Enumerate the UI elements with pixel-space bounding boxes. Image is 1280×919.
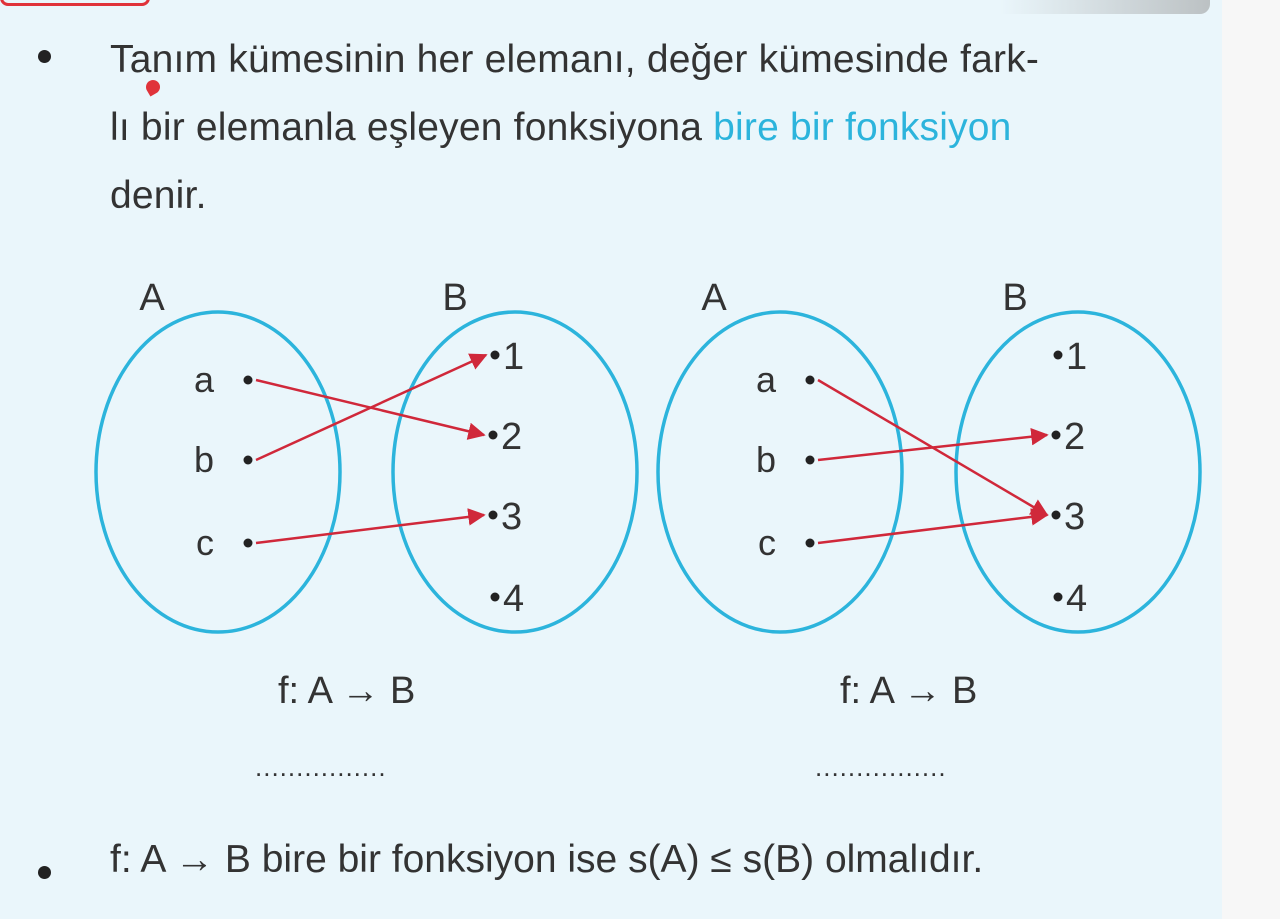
set-a-element-dot xyxy=(243,455,253,465)
set-a-label: A xyxy=(139,277,165,319)
set-b-element-label: 3 xyxy=(1064,496,1085,538)
set-b-element-label: 2 xyxy=(1064,416,1085,458)
set-b-element-dot xyxy=(1053,350,1063,360)
set-b-element-label: 4 xyxy=(503,578,524,620)
set-b-element-label: 1 xyxy=(503,336,524,378)
rule-statement: f: A → B bire bir fonksiyon ise s(A) ≤ s… xyxy=(110,838,984,881)
diagram-1-caption: f: A → B xyxy=(278,670,416,712)
set-a-element-dot xyxy=(805,538,815,548)
set-b-element-label: 3 xyxy=(501,496,522,538)
mapping-arrow xyxy=(255,508,486,545)
definition-line-2: lı bir elemanla eşleyen fonksiyona bire … xyxy=(110,94,1200,162)
set-a-element-label: a xyxy=(756,359,777,400)
set-b-element-label: 2 xyxy=(501,416,522,458)
diagram-2: A Bab c 1 2 3 4 xyxy=(656,277,1202,634)
definition-line-2-text: lı bir elemanla eşleyen fonksiyona xyxy=(110,106,714,149)
set-b-label: B xyxy=(1002,277,1027,319)
set-b-element-dot xyxy=(1051,510,1061,520)
page-margin xyxy=(1222,0,1280,919)
diagram-1-answer-blank: ................ xyxy=(255,752,387,782)
set-b-ellipse xyxy=(391,310,639,634)
mapping-arrow xyxy=(255,353,488,462)
set-b-label: B xyxy=(442,277,467,319)
textbook-page xyxy=(0,0,1222,919)
set-b-element-dot xyxy=(1051,430,1061,440)
bullet-definition xyxy=(38,50,51,63)
mapping-arrow xyxy=(817,428,1049,462)
set-b-element-label: 4 xyxy=(1066,578,1087,620)
set-a-element-label: c xyxy=(758,522,776,563)
diagram-2-answer-blank: ................ xyxy=(815,752,947,782)
set-b-element-dot xyxy=(490,592,500,602)
set-a-label: A xyxy=(701,277,727,319)
set-a-element-label: b xyxy=(194,439,214,480)
definition-line-1: Tanım kümesinin her elemanı, değer kümes… xyxy=(110,38,1040,81)
set-b-element-label: 1 xyxy=(1066,336,1087,378)
set-b-element-dot xyxy=(490,350,500,360)
mapping-arrow xyxy=(817,508,1049,545)
page-curl-shadow xyxy=(1000,0,1210,14)
highlighted-term: bire bir fonksiyon xyxy=(713,106,1012,149)
set-b-ellipse xyxy=(954,310,1202,634)
set-a-element-dot xyxy=(243,375,253,385)
set-a-element-dot xyxy=(805,455,815,465)
set-a-element-dot xyxy=(805,375,815,385)
diagram-1: A Bab c 1 2 3 4 xyxy=(94,277,639,634)
definition-paragraph: Tanım kümesinin her elemanı, değer kümes… xyxy=(110,26,1200,230)
set-b-element-dot xyxy=(488,430,498,440)
set-a-ellipse xyxy=(94,310,342,634)
set-b-element-dot xyxy=(488,510,498,520)
diagram-2-caption: f: A → B xyxy=(840,670,978,712)
set-a-element-label: b xyxy=(756,439,776,480)
set-a-element-label: a xyxy=(194,359,215,400)
set-a-element-label: c xyxy=(196,522,214,563)
set-b-element-dot xyxy=(1053,592,1063,602)
definition-line-3: denir. xyxy=(110,174,207,217)
set-a-ellipse xyxy=(656,310,904,634)
set-a-element-dot xyxy=(243,538,253,548)
bullet-rule xyxy=(38,866,51,879)
